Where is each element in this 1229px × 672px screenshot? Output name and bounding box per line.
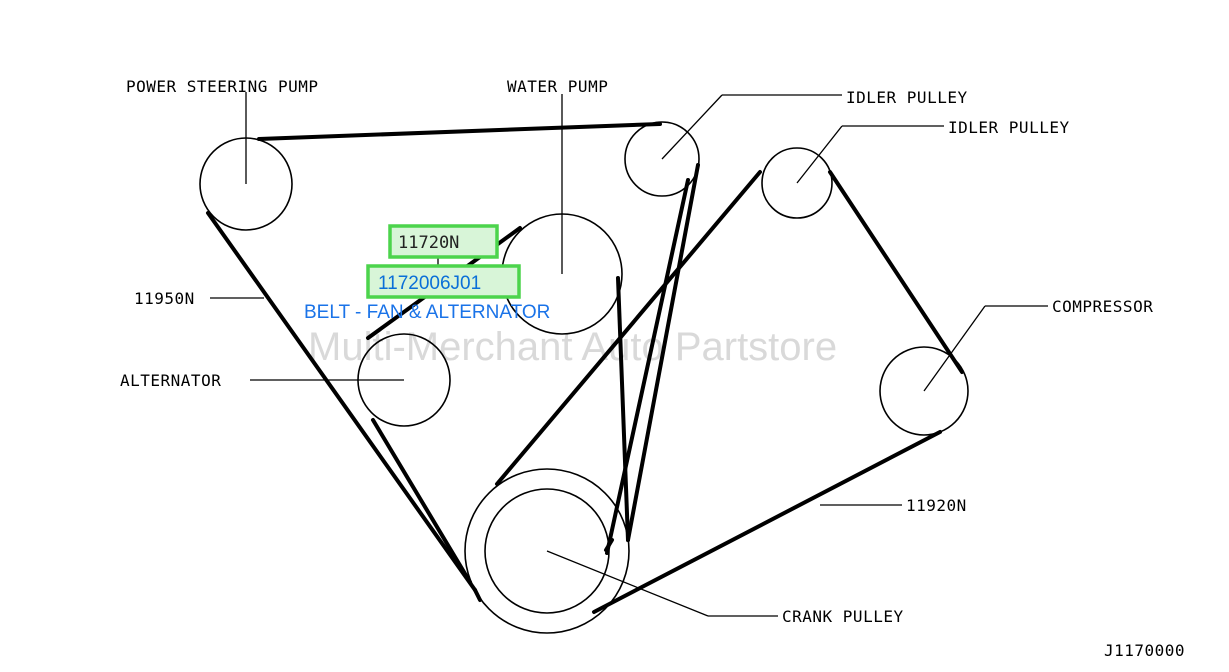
hotspot-1172006j01[interactable]: 1172006J01: [366, 264, 521, 299]
label-compressor: COMPRESSOR: [1052, 297, 1153, 316]
label-idler-pulley-1: IDLER PULLEY: [846, 88, 968, 107]
label-belt-11950n: 11950N: [134, 289, 195, 308]
hotspot-11720n-label: 11720N: [398, 233, 459, 253]
crank-pulley-outer: [464, 468, 630, 634]
belt-11950n: [206, 122, 700, 602]
hotspot-1172006j01-label: 1172006J01: [378, 273, 481, 294]
label-crank-pulley: CRANK PULLEY: [782, 607, 904, 626]
label-diagram-code: J1170000: [1104, 641, 1185, 660]
hotspot-11720n[interactable]: 11720N: [388, 224, 499, 259]
label-belt-11920n: 11920N: [906, 496, 967, 515]
compressor-pulley: [879, 346, 969, 436]
idler-pulley-2: [761, 147, 833, 219]
label-water-pump: WATER PUMP: [507, 77, 608, 96]
idler-pulley-1: [624, 121, 700, 197]
label-power-steering-pump: POWER STEERING PUMP: [126, 77, 319, 96]
label-alternator: ALTERNATOR: [120, 371, 221, 390]
watermark: Multi-Merchant Auto Partstore: [308, 325, 837, 369]
label-idler-pulley-2: IDLER PULLEY: [948, 118, 1070, 137]
belt-description-link[interactable]: BELT - FAN & ALTERNATOR: [304, 302, 550, 323]
belt-11920n: [495, 170, 964, 614]
leader-lines: [210, 92, 1048, 617]
